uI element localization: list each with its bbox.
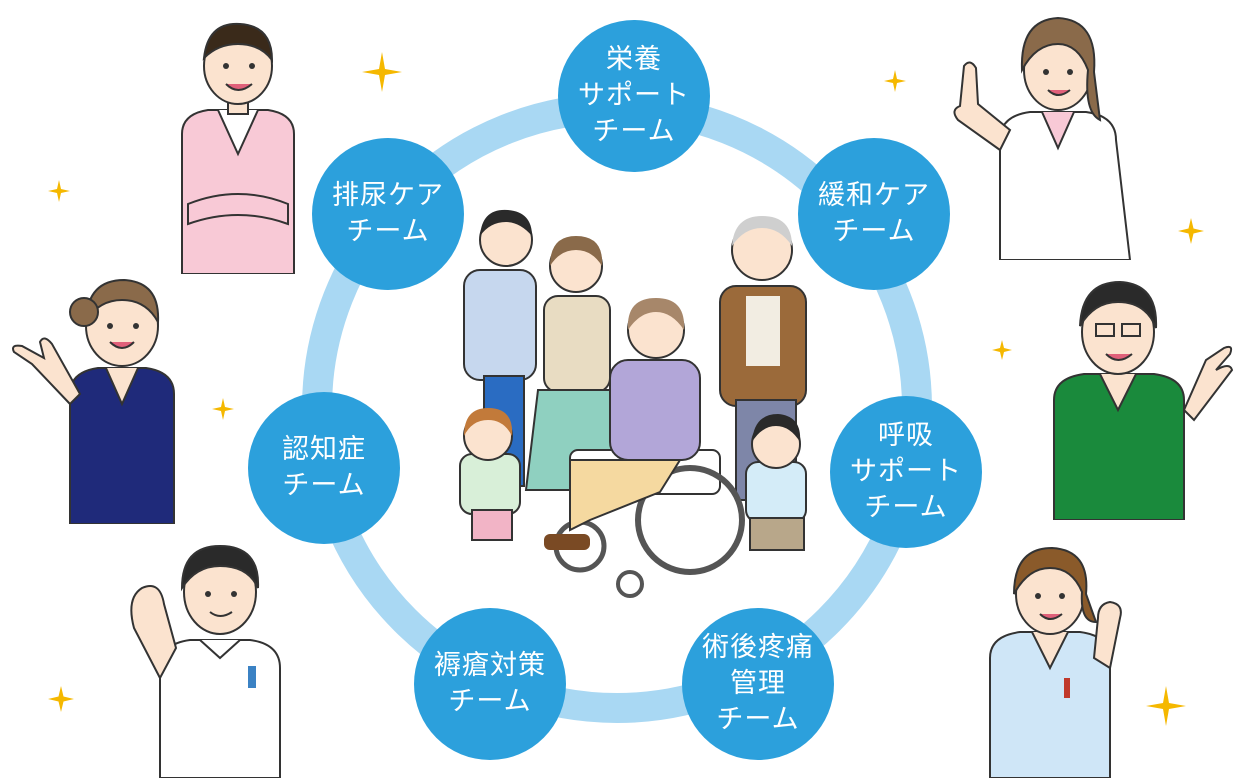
team-label-line: 緩和ケア <box>818 180 930 211</box>
team-label-line: 排尿ケア <box>332 180 444 211</box>
nurse-green-scrubs-illustration <box>1053 280 1234 520</box>
nurse-pink-scrubs-illustration <box>181 22 295 274</box>
team-dementia: 認知症 チーム <box>248 392 400 544</box>
doctor-white-coat-man-illustration <box>130 544 281 778</box>
sparkle-icon <box>1178 218 1204 244</box>
team-postop-pain-management: 術後疼痛 管理 チーム <box>682 608 834 760</box>
team-label-line: チーム <box>592 116 676 147</box>
team-label-line: サポート <box>850 456 962 487</box>
team-label-line: チーム <box>346 216 430 247</box>
team-label-line: 術後疼痛 <box>702 632 814 663</box>
team-label-line: チーム <box>716 704 800 735</box>
doctor-white-coat-woman-illustration <box>953 16 1132 260</box>
team-palliative-care: 緩和ケア チーム <box>798 138 950 290</box>
team-nutrition-support: 栄養 サポート チーム <box>558 20 710 172</box>
team-label-line: サポート <box>578 80 690 111</box>
sparkle-icon <box>992 340 1012 360</box>
sparkle-icon <box>362 52 402 92</box>
team-label-line: 褥瘡対策 <box>434 650 546 681</box>
sparkle-icon <box>48 180 70 202</box>
sparkle-icon <box>212 398 234 420</box>
team-label-line: 管理 <box>730 668 786 699</box>
team-label-line: チーム <box>282 470 366 501</box>
patient-family-illustration <box>459 209 807 598</box>
team-respiratory-support: 呼吸 サポート チーム <box>830 396 982 548</box>
nurse-navy-scrubs-illustration <box>12 278 175 524</box>
team-label-line: チーム <box>864 492 948 523</box>
nurse-lightblue-scrubs-illustration <box>989 546 1122 778</box>
team-pressure-ulcer: 褥瘡対策 チーム <box>414 608 566 760</box>
team-label-line: チーム <box>832 216 916 247</box>
sparkle-icon <box>1146 686 1186 726</box>
team-label-line: 栄養 <box>606 44 662 75</box>
team-label-line: 認知症 <box>282 434 366 465</box>
team-label-line: 呼吸 <box>878 420 934 451</box>
team-label-line: チーム <box>448 686 532 717</box>
sparkle-icon <box>884 70 906 92</box>
team-urinary-care: 排尿ケア チーム <box>312 138 464 290</box>
sparkle-icon <box>48 686 74 712</box>
